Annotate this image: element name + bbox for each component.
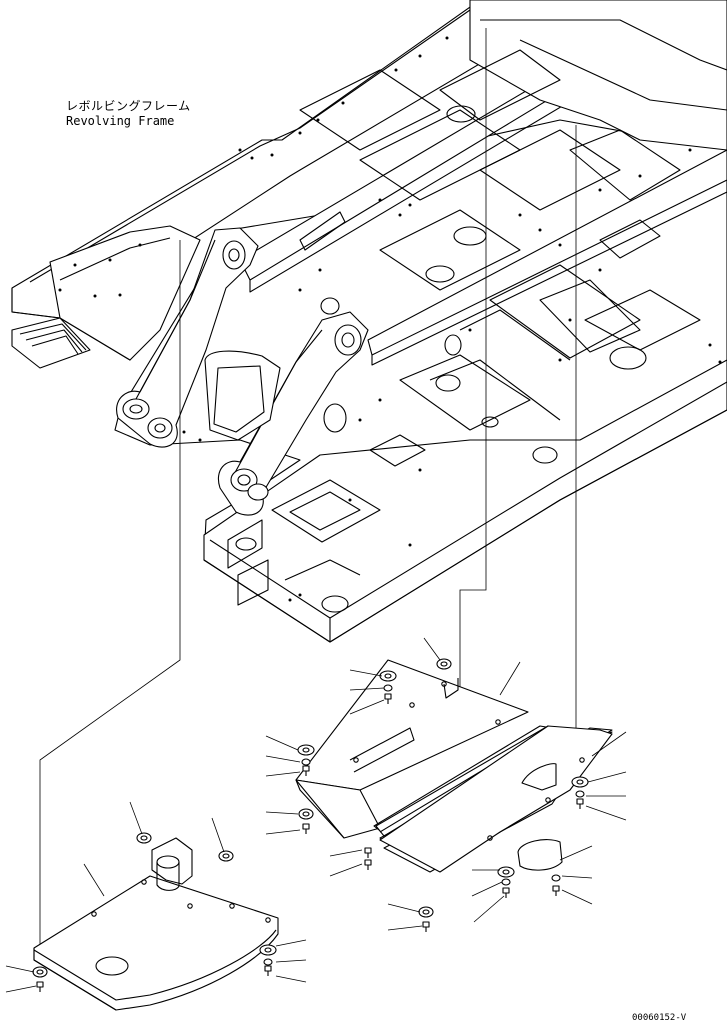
washer [297,744,315,756]
lock-washer [301,758,311,766]
leader-lines [39,28,577,948]
washer [136,832,152,844]
bolt [576,798,584,809]
drawing-code: 00060152-V [632,1013,687,1023]
bolt [364,859,372,870]
bolt [302,823,310,834]
bolt [364,847,372,858]
bolt [302,765,310,776]
frame-label-japanese: レボルビングフレーム [66,99,191,113]
callout-lines [5,637,627,993]
washer [298,808,314,820]
boom-foot-opening [204,350,281,441]
frame-beam-lower [367,149,727,356]
under-cover-right [373,725,613,873]
bolt [384,693,392,704]
bolt [36,981,44,992]
lock-washer [383,684,393,692]
frame-label-english: Revolving Frame [66,114,175,128]
washer [418,906,434,918]
washer [218,850,234,862]
washer [497,866,515,878]
washer [259,944,277,956]
washer [436,658,452,670]
washer [571,776,589,788]
lock-washer [263,958,273,966]
lock-washer [501,878,511,886]
inspection-cover [521,763,557,791]
bolt [264,965,272,976]
boom-bracket-right [218,311,369,516]
frame-bolt-holes [58,36,722,602]
under-cover-left [33,837,279,1011]
lock-washer [575,790,585,798]
washer [379,670,397,682]
boom-bracket-left [116,227,259,448]
bolt [552,885,560,896]
inspection-cover-plate [517,839,563,871]
step [11,317,91,369]
washer [32,966,48,978]
revolving-frame [11,0,727,643]
bolt [422,921,430,932]
bolt [502,887,510,898]
lock-washer [551,874,561,882]
